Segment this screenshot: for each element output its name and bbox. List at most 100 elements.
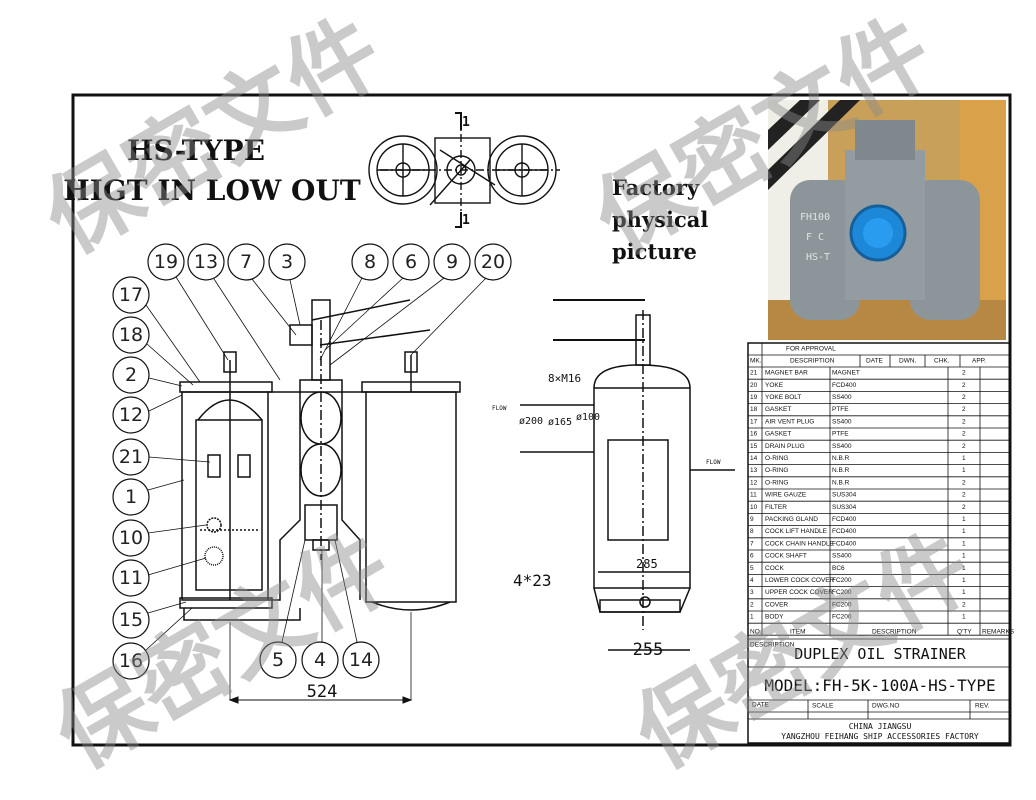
part-no: 6 bbox=[750, 553, 754, 560]
part-no: 15 bbox=[750, 443, 758, 450]
part-qty: 2 bbox=[962, 406, 966, 413]
balloon-5 bbox=[259, 641, 297, 679]
part-no: 19 bbox=[750, 394, 758, 401]
dia-100-label: ø100 bbox=[576, 412, 600, 423]
svg-text:15: 15 bbox=[119, 609, 143, 631]
balloon-13 bbox=[187, 243, 225, 281]
flow-in-label: FLOW bbox=[492, 405, 507, 412]
balloon-12 bbox=[112, 396, 150, 434]
part-header-desc: DESCRIPTION bbox=[872, 629, 917, 636]
svg-text:16: 16 bbox=[119, 650, 143, 672]
balloon-7 bbox=[227, 243, 265, 281]
part-item: FILTER bbox=[765, 504, 787, 511]
svg-text:5: 5 bbox=[272, 649, 284, 671]
part-header-qty: Q'TY bbox=[957, 629, 972, 636]
balloons bbox=[112, 243, 512, 680]
part-item: YOKE BOLT bbox=[765, 394, 801, 401]
part-item: O-RING bbox=[765, 467, 788, 474]
svg-text:6: 6 bbox=[405, 251, 417, 273]
dwg-label: DWG.NO bbox=[872, 703, 899, 710]
rev-header-date: DATE bbox=[866, 358, 884, 365]
part-material: FC200 bbox=[832, 589, 852, 596]
part-item: PACKING GLAND bbox=[765, 516, 818, 523]
part-qty: 2 bbox=[962, 382, 966, 389]
balloon-10 bbox=[112, 519, 150, 557]
part-qty: 2 bbox=[962, 418, 966, 425]
part-qty: 1 bbox=[962, 614, 966, 621]
part-no: 12 bbox=[750, 479, 758, 486]
part-item: UPPER COCK COVER bbox=[765, 589, 833, 596]
balloon-11 bbox=[112, 559, 150, 597]
svg-text:8: 8 bbox=[364, 251, 376, 273]
part-no: 10 bbox=[750, 504, 758, 511]
balloon-15 bbox=[112, 601, 150, 639]
svg-text:4: 4 bbox=[314, 649, 326, 671]
flow-title: HIGT IN LOW OUT bbox=[63, 174, 361, 207]
svg-text:21: 21 bbox=[119, 446, 143, 468]
rev-header-chk: CHK. bbox=[934, 358, 950, 365]
svg-text:14: 14 bbox=[349, 649, 373, 671]
balloon-8 bbox=[351, 243, 389, 281]
part-header-no: NO. bbox=[750, 629, 762, 636]
scale-label: SCALE bbox=[812, 703, 834, 710]
leader-lines bbox=[145, 276, 487, 651]
part-material: FC200 bbox=[832, 577, 852, 584]
part-qty: 1 bbox=[962, 455, 966, 462]
balloon-2 bbox=[112, 356, 150, 394]
part-no: 3 bbox=[750, 589, 754, 596]
svg-text:1: 1 bbox=[125, 486, 137, 508]
part-item: DRAIN PLUG bbox=[765, 443, 805, 450]
svg-text:10: 10 bbox=[119, 527, 143, 549]
rev-header-app: APP. bbox=[972, 358, 986, 365]
part-no: 20 bbox=[750, 382, 758, 389]
part-no: 14 bbox=[750, 455, 758, 462]
part-qty: 1 bbox=[962, 589, 966, 596]
part-qty: 1 bbox=[962, 516, 966, 523]
balloon-14 bbox=[342, 641, 380, 679]
part-no: 11 bbox=[750, 492, 757, 499]
part-no: 8 bbox=[750, 528, 754, 535]
photo-body-text-3: HS-T bbox=[806, 252, 830, 263]
photo-body-text-1: FH100 bbox=[800, 212, 830, 223]
date-label: DATE bbox=[752, 702, 770, 709]
part-qty: 2 bbox=[962, 504, 966, 511]
part-item: YOKE bbox=[765, 382, 784, 389]
top-view bbox=[368, 112, 560, 228]
bolt-spec-label: 8×M16 bbox=[548, 372, 581, 385]
balloon-1 bbox=[112, 478, 150, 516]
part-material: SS400 bbox=[832, 443, 852, 450]
balloon-labels: 19 13 7 3 8 6 9 20 17 18 2 12 21 1 10 11… bbox=[119, 251, 505, 672]
part-item: COVER bbox=[765, 601, 788, 608]
part-item: MAGNET BAR bbox=[765, 370, 808, 377]
part-material: PTFE bbox=[832, 406, 849, 413]
width-dimension-label: 524 bbox=[307, 682, 338, 702]
part-material: FCD400 bbox=[832, 382, 857, 389]
svg-text:9: 9 bbox=[446, 251, 458, 273]
part-item: O-RING bbox=[765, 455, 788, 462]
part-qty: 1 bbox=[962, 553, 966, 560]
balloon-16 bbox=[112, 642, 150, 680]
body-285-label: 285 bbox=[636, 557, 658, 571]
balloon-3 bbox=[268, 243, 306, 281]
balloon-6 bbox=[392, 243, 430, 281]
part-no: 5 bbox=[750, 565, 754, 572]
part-material: FCD400 bbox=[832, 540, 857, 547]
company-line-2: YANGZHOU FEIHANG SHIP ACCESSORIES FACTOR… bbox=[781, 732, 979, 741]
part-item: COCK bbox=[765, 565, 784, 572]
part-item: O-RING bbox=[765, 479, 788, 486]
bolt-holes-label: 4*23 bbox=[513, 571, 552, 590]
svg-text:12: 12 bbox=[119, 404, 143, 426]
part-no: 2 bbox=[750, 601, 754, 608]
balloon-20 bbox=[474, 243, 512, 281]
part-qty: 1 bbox=[962, 528, 966, 535]
type-title: HS-TYPE bbox=[127, 134, 265, 167]
part-no: 18 bbox=[750, 406, 758, 413]
part-material: FC200 bbox=[832, 614, 852, 621]
part-qty: 2 bbox=[962, 394, 966, 401]
part-material: FCD400 bbox=[832, 516, 857, 523]
part-qty: 1 bbox=[962, 565, 966, 572]
width-dimension bbox=[228, 696, 413, 704]
factory-label-1: Factory bbox=[612, 175, 700, 200]
